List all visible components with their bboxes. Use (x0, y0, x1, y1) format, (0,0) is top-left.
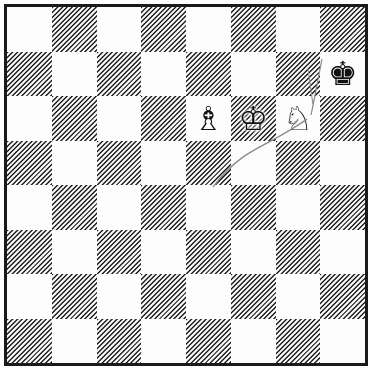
square-f7[interactable] (231, 52, 276, 97)
square-g3[interactable] (276, 230, 321, 275)
square-b8[interactable] (52, 7, 97, 52)
square-d8[interactable] (141, 7, 186, 52)
square-h8[interactable] (320, 7, 365, 52)
square-b7[interactable] (52, 52, 97, 97)
square-g4[interactable] (276, 185, 321, 230)
square-h5[interactable] (320, 141, 365, 186)
square-b6[interactable] (52, 96, 97, 141)
square-b5[interactable] (52, 141, 97, 186)
square-b2[interactable] (52, 274, 97, 319)
square-c1[interactable] (97, 319, 142, 364)
square-d1[interactable] (141, 319, 186, 364)
square-h1[interactable] (320, 319, 365, 364)
square-e6[interactable]: ♗ (186, 96, 231, 141)
square-f1[interactable] (231, 319, 276, 364)
board-grid: ♚ ♗♔♘ (7, 7, 365, 363)
square-f4[interactable] (231, 185, 276, 230)
square-e8[interactable] (186, 7, 231, 52)
square-e7[interactable] (186, 52, 231, 97)
square-a4[interactable] (7, 185, 52, 230)
chess-board: ♚ ♗♔♘ (4, 4, 368, 366)
square-h3[interactable] (320, 230, 365, 275)
square-e1[interactable] (186, 319, 231, 364)
square-e5[interactable] (186, 141, 231, 186)
square-f6[interactable]: ♔ (231, 96, 276, 141)
square-d6[interactable] (141, 96, 186, 141)
square-c3[interactable] (97, 230, 142, 275)
square-d2[interactable] (141, 274, 186, 319)
square-h4[interactable] (320, 185, 365, 230)
square-g8[interactable] (276, 7, 321, 52)
square-g7[interactable] (276, 52, 321, 97)
square-a7[interactable] (7, 52, 52, 97)
square-c2[interactable] (97, 274, 142, 319)
square-a2[interactable] (7, 274, 52, 319)
square-h7[interactable]: ♚ (320, 52, 365, 97)
square-e2[interactable] (186, 274, 231, 319)
square-f3[interactable] (231, 230, 276, 275)
square-d4[interactable] (141, 185, 186, 230)
square-h2[interactable] (320, 274, 365, 319)
square-a6[interactable] (7, 96, 52, 141)
square-c5[interactable] (97, 141, 142, 186)
white-bishop-piece[interactable]: ♗ (186, 96, 231, 141)
square-c8[interactable] (97, 7, 142, 52)
square-d7[interactable] (141, 52, 186, 97)
square-b3[interactable] (52, 230, 97, 275)
square-b1[interactable] (52, 319, 97, 364)
square-a3[interactable] (7, 230, 52, 275)
square-c7[interactable] (97, 52, 142, 97)
square-f8[interactable] (231, 7, 276, 52)
square-g2[interactable] (276, 274, 321, 319)
square-h6[interactable] (320, 96, 365, 141)
white-king-piece[interactable]: ♔ (231, 96, 276, 141)
square-e4[interactable] (186, 185, 231, 230)
black-king-piece[interactable]: ♚ (320, 52, 365, 97)
square-a5[interactable] (7, 141, 52, 186)
square-g5[interactable] (276, 141, 321, 186)
square-g1[interactable] (276, 319, 321, 364)
square-c4[interactable] (97, 185, 142, 230)
square-a8[interactable] (7, 7, 52, 52)
square-d3[interactable] (141, 230, 186, 275)
square-f5[interactable] (231, 141, 276, 186)
white-knight-piece[interactable]: ♘ (276, 96, 321, 141)
square-b4[interactable] (52, 185, 97, 230)
square-d5[interactable] (141, 141, 186, 186)
square-f2[interactable] (231, 274, 276, 319)
square-g6[interactable]: ♘ (276, 96, 321, 141)
square-e3[interactable] (186, 230, 231, 275)
square-c6[interactable] (97, 96, 142, 141)
square-a1[interactable] (7, 319, 52, 364)
